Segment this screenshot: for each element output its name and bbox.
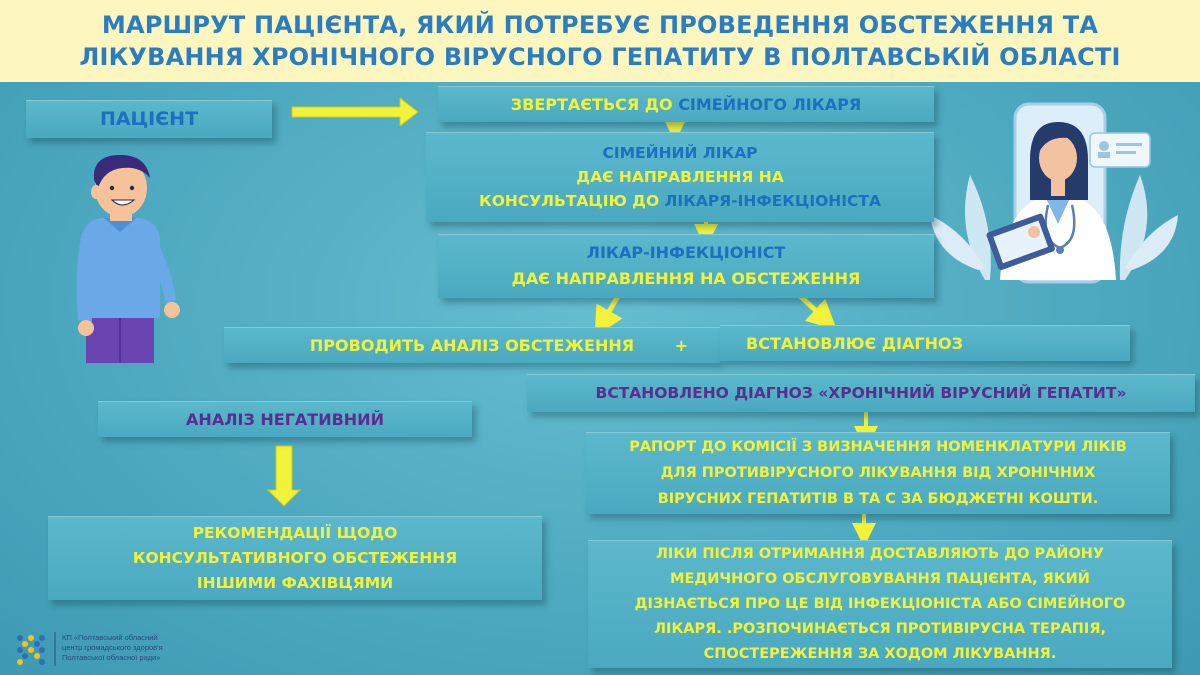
negative-label: АНАЛІЗ НЕГАТИВНИЙ <box>186 409 384 429</box>
patient-label: ПАЦІЄНТ <box>99 108 199 130</box>
recommendations-box: РЕКОМЕНДАЦІЇ ЩОДО КОНСУЛЬТАТИВНОГО ОБСТЕ… <box>48 516 542 600</box>
title-line-2: ЛІКУВАННЯ ХРОНІЧНОГО ВІРУСНОГО ГЕПАТИТУ … <box>79 43 1121 71</box>
plus-sign: + <box>674 335 688 355</box>
family-doctor-box: СІМЕЙНИЙ ЛІКАР ДАЄ НАПРАВЛЕННЯ НА КОНСУЛ… <box>426 132 934 222</box>
organization-name: КП «Полтавський обласний центр громадськ… <box>62 633 163 663</box>
family-doctor-line3b: ЛІКАРЯ-ІНФЕКЦІОНІСТА <box>664 192 881 210</box>
arrow-infectionist-to-diagnosis <box>798 294 838 331</box>
medicines-line5: СПОСТЕРЕЖЕННЯ ЗА ХОДОМ ЛІКУВАННЯ. <box>703 645 1057 662</box>
org-line2: центр громадського здоров'я <box>62 643 163 652</box>
family-doctor-line2: ДАЄ НАПРАВЛЕННЯ НА <box>576 168 784 186</box>
recommendations-line1: РЕКОМЕНДАЦІЇ ЩОДО <box>192 523 398 542</box>
family-doctor-line3: КОНСУЛЬТАЦІЮ ДО ЛІКАРЯ-ІНФЕКЦІОНІСТА <box>479 189 881 213</box>
arrow-patient-to-appeal <box>291 96 419 128</box>
org-line3: Полтавської обласної ради» <box>62 653 161 662</box>
title-line-1: МАРШРУТ ПАЦІЄНТА, ЯКИЙ ПОТРЕБУЄ ПРОВЕДЕН… <box>101 11 1099 39</box>
report-line2: ДЛЯ ПРОТИВІРУСНОГО ЛІКУВАННЯ ВІД ХРОНІЧН… <box>660 465 1096 481</box>
appeal-text: ЗВЕРТАЄТЬСЯ ДО СІМЕЙНОГО ЛІКАРЯ <box>511 95 861 114</box>
page-title: МАРШРУТ ПАЦІЄНТА, ЯКИЙ ПОТРЕБУЄ ПРОВЕДЕН… <box>0 0 1200 82</box>
negative-box: АНАЛІЗ НЕГАТИВНИЙ <box>98 401 472 437</box>
analysis-box: ПРОВОДИТЬ АНАЛІЗ ОБСТЕЖЕННЯ + <box>224 327 720 363</box>
organization-logo <box>17 632 56 666</box>
recommendations-line3: ІНШИМИ ФАХІВЦЯМИ <box>196 573 394 592</box>
medicines-box: ЛІКИ ПІСЛЯ ОТРИМАННЯ ДОСТАВЛЯЮТЬ ДО РАЙО… <box>588 540 1172 668</box>
appeal-text-part1: ЗВЕРТАЄТЬСЯ ДО <box>510 94 679 114</box>
diagnosis-label: ВСТАНОВЛЮЄ ДІАГНОЗ <box>746 333 963 353</box>
analysis-text: ПРОВОДИТЬ АНАЛІЗ ОБСТЕЖЕННЯ + <box>224 336 720 355</box>
org-line1: КП «Полтавський обласний <box>62 633 158 642</box>
diagnosis-set-box: ВСТАНОВЛЕНО ДІАГНОЗ «ХРОНІЧНИЙ ВІРУСНИЙ … <box>527 374 1195 412</box>
diagnosis-set-label: ВСТАНОВЛЕНО ДІАГНОЗ «ХРОНІЧНИЙ ВІРУСНИЙ … <box>595 384 1127 402</box>
diagnosis-box: ВСТАНОВЛЮЄ ДІАГНОЗ <box>720 325 1130 361</box>
infectionist-line2: ДАЄ НАПРАВЛЕННЯ НА ОБСТЕЖЕННЯ <box>511 269 861 288</box>
arrow-negative-to-recommendations <box>266 445 302 507</box>
recommendations-line2: КОНСУЛЬТАТИВНОГО ОБСТЕЖЕННЯ <box>132 548 458 567</box>
analysis-label: ПРОВОДИТЬ АНАЛІЗ ОБСТЕЖЕННЯ <box>309 335 635 355</box>
medicines-line3: ДІЗНАЄТЬСЯ ПРО ЦЕ ВІД ІНФЕКЦІОНІСТА АБО … <box>634 595 1126 612</box>
report-line1: РАПОРТ ДО КОМІСІЇ З ВИЗНАЧЕННЯ НОМЕНКЛАТ… <box>629 439 1127 455</box>
appeal-box: ЗВЕРТАЄТЬСЯ ДО СІМЕЙНОГО ЛІКАРЯ <box>438 86 934 122</box>
patient-box: ПАЦІЄНТ <box>26 100 272 138</box>
doctor-illustration <box>930 102 1178 284</box>
family-doctor-line1: СІМЕЙНИЙ ЛІКАР <box>602 144 758 162</box>
infectionist-line1: ЛІКАР-ІНФЕКЦІОНІСТ <box>586 243 786 262</box>
infectionist-box: ЛІКАР-ІНФЕКЦІОНІСТ ДАЄ НАПРАВЛЕННЯ НА ОБ… <box>438 234 934 298</box>
medicines-line2: МЕДИЧНОГО ОБСЛУГОВУВАННЯ ПАЦІЄНТА, ЯКИЙ <box>670 570 1090 587</box>
medicines-line4: ЛІКАРЯ. .РОЗПОЧИНАЄТЬСЯ ПРОТИВІРУСНА ТЕР… <box>654 620 1106 637</box>
report-line3: ВІРУСНИХ ГЕПАТИТІВ В ТА С ЗА БЮДЖЕТНІ КО… <box>657 491 1099 507</box>
report-box: РАПОРТ ДО КОМІСІЇ З ВИЗНАЧЕННЯ НОМЕНКЛАТ… <box>586 432 1170 514</box>
arrow-infectionist-to-analysis <box>594 294 623 338</box>
appeal-text-part2: СІМЕЙНОГО ЛІКАРЯ <box>678 94 862 114</box>
patient-illustration <box>76 154 180 363</box>
flow-arrows <box>266 96 878 547</box>
family-doctor-line3a: КОНСУЛЬТАЦІЮ ДО <box>479 192 665 210</box>
medicines-line1: ЛІКИ ПІСЛЯ ОТРИМАННЯ ДОСТАВЛЯЮТЬ ДО РАЙО… <box>655 545 1105 562</box>
